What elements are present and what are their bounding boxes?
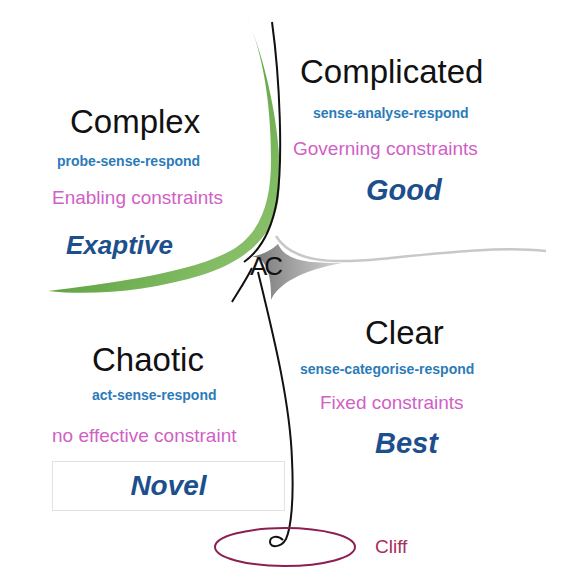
domain-name: Chaotic [92, 342, 204, 378]
complex-boundary-band [48, 15, 280, 293]
practice-type: Good [366, 175, 442, 207]
right-boundary [276, 236, 546, 261]
constraint-text: Enabling constraints [52, 188, 223, 209]
centre-letters: AC [250, 252, 280, 281]
left-boundary [232, 268, 252, 302]
constraint-text: Governing constraints [293, 139, 478, 160]
practice-type: Novel [130, 471, 206, 502]
top-boundary [244, 22, 280, 262]
practice-text: sense-analyse-respond [313, 106, 469, 121]
practice-text: act-sense-respond [92, 388, 216, 403]
practice-type: Exaptive [66, 231, 173, 260]
practice-text: probe-sense-respond [57, 154, 200, 169]
domain-name: Clear [365, 315, 444, 351]
constraint-text: no effective constraint [52, 426, 236, 447]
cliff-oval [215, 528, 355, 566]
domain-box: Novel [52, 461, 285, 511]
practice-type: Best [375, 428, 438, 460]
practice-text: sense-categorise-respond [300, 362, 474, 377]
cliff-label: Cliff [375, 537, 407, 558]
domain-name: Complex [70, 104, 200, 140]
constraint-text: Fixed constraints [320, 393, 464, 414]
domain-name: Complicated [300, 54, 483, 90]
